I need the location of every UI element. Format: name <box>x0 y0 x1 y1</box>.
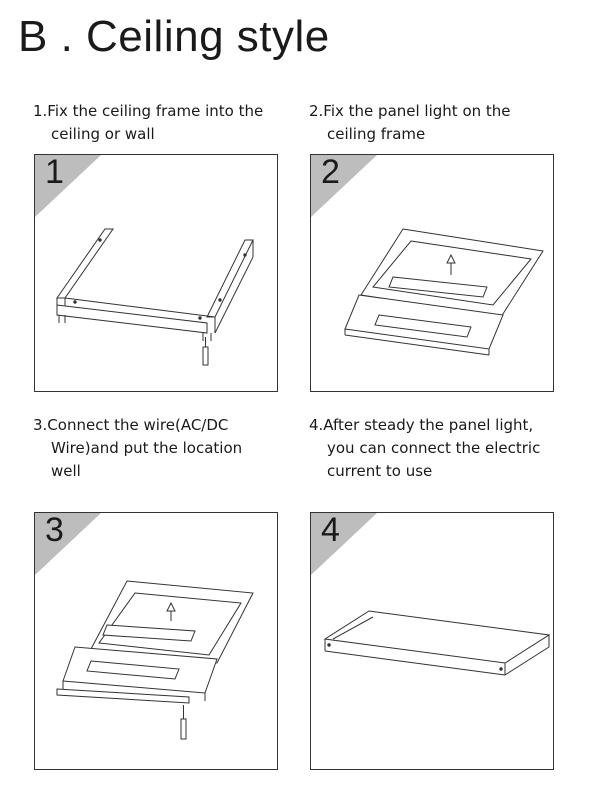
page-title: B . Ceiling style <box>18 12 330 61</box>
step-1-caption-line1: 1.Fix the ceiling frame into the <box>33 102 264 120</box>
step-2-panel: 2 <box>310 153 554 392</box>
step-4-panel: 4 <box>310 511 554 770</box>
ceiling-frame-illustration <box>56 228 254 366</box>
step-4-caption-line2: you can connect the electric <box>327 439 541 457</box>
step-2-caption-line1: 2.Fix the panel light on the <box>309 102 511 120</box>
corner-triangle <box>35 513 101 575</box>
step-3-number: 3 <box>45 511 64 549</box>
step-4-caption: 4.After steady the panel light, you can … <box>309 414 540 483</box>
step-1-caption: 1.Fix the ceiling frame into the ceiling… <box>33 100 263 146</box>
step-2-caption: 2.Fix the panel light on the ceiling fra… <box>309 100 511 146</box>
step-3-caption: 3.Connect the wire(AC/DC Wire)and put th… <box>33 414 242 483</box>
step-1-caption-line2: ceiling or wall <box>51 125 155 143</box>
step-2-number: 2 <box>321 153 340 191</box>
step-1-number: 1 <box>45 153 64 191</box>
step-4-caption-line1: 4.After steady the panel light, <box>309 416 534 434</box>
panel-light-on-frame-illustration <box>344 228 544 356</box>
step-3-caption-line3: well <box>51 462 81 480</box>
wire-connection-illustration <box>56 580 254 740</box>
corner-triangle <box>311 155 377 217</box>
step-3-panel: 3 <box>34 511 278 770</box>
corner-triangle <box>311 513 377 575</box>
corner-triangle <box>35 155 101 217</box>
step-1-panel: 1 <box>34 153 278 392</box>
step-3-caption-line1: 3.Connect the wire(AC/DC <box>33 416 229 434</box>
step-3-caption-line2: Wire)and put the location <box>51 439 243 457</box>
step-2-caption-line2: ceiling frame <box>327 125 426 143</box>
installed-panel-illustration <box>323 610 551 676</box>
step-4-caption-line3: current to use <box>327 462 433 480</box>
step-4-number: 4 <box>321 511 340 549</box>
